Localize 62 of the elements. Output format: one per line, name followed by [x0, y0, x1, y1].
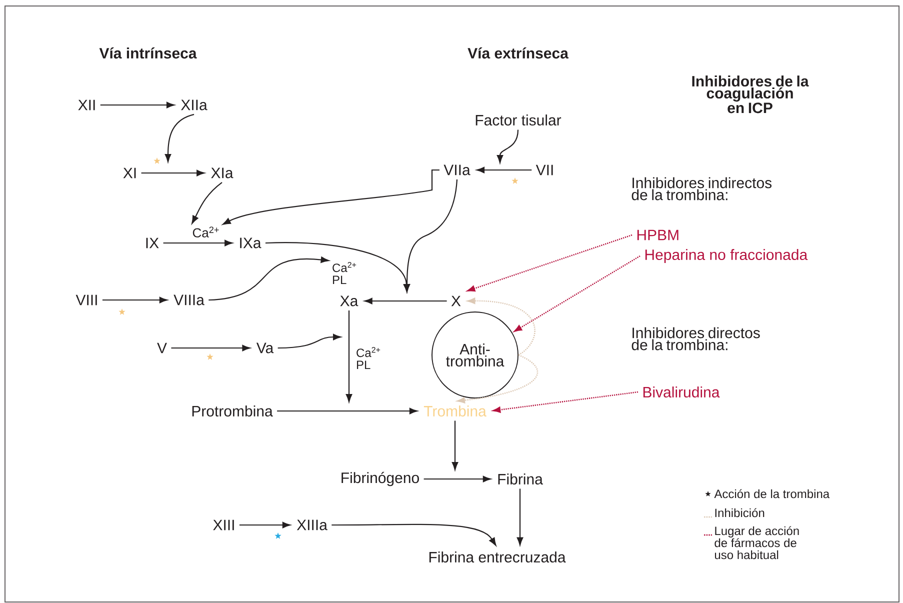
factor-label: V	[157, 342, 167, 354]
drug-label: HPBM	[637, 230, 678, 240]
legend-text: Inhibición	[715, 508, 764, 518]
factor-label: VII	[536, 164, 553, 176]
factor-label: XIIa	[181, 100, 208, 110]
factor-label: IXa	[240, 238, 262, 248]
factor-label: Va	[256, 342, 274, 354]
factor-label: Trombina	[424, 406, 486, 416]
arrow	[476, 166, 532, 174]
factor-label: Factor tisular	[476, 114, 562, 126]
factor-label: Protrombina	[192, 406, 273, 416]
inhibition-arrow	[467, 234, 632, 292]
inhibition-arrow	[492, 391, 638, 413]
factor-label: XII	[78, 100, 95, 110]
factor-label: XIIIa	[296, 520, 328, 530]
factor-label: VIIa	[444, 164, 470, 176]
factor-label: Xa	[340, 296, 358, 306]
note: Inhibidores indirectos de la trombina:	[632, 177, 772, 200]
arrow	[192, 182, 222, 224]
drug-label: Bivalirudina	[643, 386, 720, 398]
arrow	[239, 522, 290, 528]
arrow	[102, 296, 168, 304]
cofactor-label: Ca$^{2+}$ PL	[332, 262, 356, 284]
arrow	[171, 344, 250, 352]
factor-label: Fibrina entrecruzada	[429, 552, 566, 562]
arrow	[516, 488, 524, 546]
arrow	[424, 476, 491, 482]
factor-label: X	[451, 296, 461, 306]
arrow	[100, 102, 175, 108]
arrow	[164, 114, 194, 162]
factor-label: IX	[146, 238, 159, 248]
factor-label: VIIIa	[174, 294, 204, 306]
arrow	[222, 169, 440, 225]
cofactor-label: Ca$^{2+}$ PL	[356, 347, 380, 369]
factor-label: XIII	[213, 520, 234, 530]
arrow	[278, 334, 342, 349]
arrow	[452, 420, 458, 470]
heading: Inhibidores de la coagulación en ICP	[692, 76, 809, 114]
arrow	[346, 310, 352, 402]
arrow	[163, 240, 233, 246]
heading: Vía intrínseca	[99, 47, 197, 59]
arrow	[404, 179, 458, 292]
arrow	[364, 298, 447, 304]
note: Inhibidores directos de la trombina:	[632, 327, 760, 350]
factor-label: Fibrinógeno	[342, 472, 419, 486]
inhibition-arrow	[467, 298, 536, 356]
inhibition-arrow	[514, 255, 640, 332]
arrow	[496, 130, 519, 164]
arrow	[141, 170, 205, 176]
drug-label: Heparina no fraccionada	[645, 249, 808, 263]
factor-label: XI	[123, 168, 136, 178]
cofactor-label: Ca$^{2+}$	[192, 226, 219, 238]
arrow	[332, 524, 496, 546]
heading: Vía extrínseca	[468, 47, 569, 59]
arrow	[277, 408, 418, 414]
factor-label: VIII	[76, 294, 97, 306]
legend-text: Acción de la trombina	[714, 489, 830, 498]
factor-label: Fibrina	[498, 474, 543, 484]
factor-label: XIa	[211, 168, 234, 178]
legend-text: Lugar de acción de fármacos de uso habitual	[714, 526, 799, 560]
inhibition-arrow	[457, 354, 538, 404]
arrow	[208, 256, 329, 301]
